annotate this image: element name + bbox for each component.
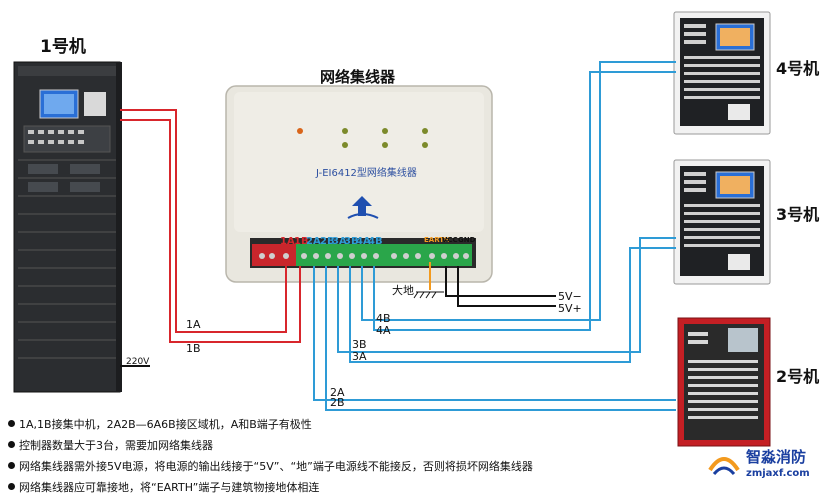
wire-label-4b: 4B xyxy=(376,312,391,325)
note-text: 控制器数量大于3台，需要加网络集线器 xyxy=(19,439,213,452)
terminal-2a: 2A xyxy=(306,236,321,247)
wire-label-3b: 3B xyxy=(352,338,367,351)
brand-logo-icon xyxy=(708,457,740,476)
blue-wires xyxy=(313,61,676,411)
host4-panel xyxy=(673,11,771,135)
wire-label-1b: 1B xyxy=(186,342,201,355)
v-plus-label: 5V+ xyxy=(558,302,582,315)
host3-label: 3号机 xyxy=(776,205,819,224)
terminal-4a: 4A xyxy=(356,236,371,247)
vcc-terminal-label: VCC xyxy=(442,236,458,244)
power-220-label: 220V xyxy=(126,357,150,367)
wire-label-3a: 3A xyxy=(352,350,367,363)
brand-name: 智淼消防 xyxy=(746,448,807,466)
earth-terminal-label: EARTH xyxy=(424,236,450,244)
wire-2b xyxy=(325,266,676,411)
terminal-3b: 3B xyxy=(344,236,359,247)
terminal-4b: 4B xyxy=(368,236,383,247)
note-item: 网络集线器需外接5V电源，将电源的输出线接于“5V”、“地”端子电源线不能接反，… xyxy=(8,456,668,477)
wire-2a xyxy=(313,266,676,401)
terminal-labels: 1A 1B 2A 2B 3A 3B 4A 4B xyxy=(280,236,383,247)
notes-list: 1A,1B接集中机，2A2B—6A6B接区域机，A和B端子有极性 控制器数量大于… xyxy=(8,414,668,498)
host1-cabinet xyxy=(13,61,122,393)
wire-label-1a: 1A xyxy=(186,318,201,331)
brand-url: zmjaxf.com xyxy=(746,468,810,479)
host2-panel xyxy=(677,317,771,447)
wire-3b xyxy=(349,247,676,363)
wire-label-2a: 2A xyxy=(330,386,345,399)
hub-leds xyxy=(297,128,428,148)
host4-label: 4号机 xyxy=(776,59,819,78)
note-item: 1A,1B接集中机，2A2B—6A6B接区域机，A和B端子有极性 xyxy=(8,414,668,435)
note-text: 网络集线器应可靠接地，将“EARTH”端子与建筑物接地体相连 xyxy=(19,481,320,494)
note-item: 控制器数量大于3台，需要加网络集线器 xyxy=(8,435,668,456)
host2-screen xyxy=(728,328,758,352)
terminal-2b: 2B xyxy=(320,236,335,247)
wire-4a xyxy=(361,61,676,321)
note-text: 1A,1B接集中机，2A2B—6A6B接区域机，A和B端子有极性 xyxy=(19,418,312,431)
earth-symbol-icon xyxy=(413,291,444,299)
brand-watermark: 智淼消防 zmjaxf.com xyxy=(702,440,826,494)
wire-3a xyxy=(337,237,676,353)
wire-label-4a: 4A xyxy=(376,324,391,337)
host1-label: 1号机 xyxy=(40,36,86,57)
terminal-1b: 1B xyxy=(294,236,309,247)
host3-panel xyxy=(673,159,771,285)
wire-label-2b: 2B xyxy=(330,396,345,409)
gnd-terminal-label: GND xyxy=(458,236,476,244)
earth-label: 大地 xyxy=(392,283,414,297)
red-wires xyxy=(120,109,301,343)
hub-label: 网络集线器 xyxy=(320,68,396,86)
hub-logo-icon xyxy=(347,196,379,219)
terminal-3a: 3A xyxy=(332,236,347,247)
hub-terminal-block xyxy=(252,244,472,266)
note-text: 网络集线器需外接5V电源，将电源的输出线接于“5V”、“地”端子电源线不能接反，… xyxy=(19,460,533,473)
host2-label: 2号机 xyxy=(776,367,819,386)
hub-box xyxy=(225,85,493,283)
power-wires xyxy=(120,262,556,367)
note-item: 网络集线器应可靠接地，将“EARTH”端子与建筑物接地体相连 xyxy=(8,477,668,498)
v-minus-label: 5V− xyxy=(558,290,582,303)
wire-4b xyxy=(373,71,676,331)
hub-model-label: J-EI6412型网络集线器 xyxy=(315,166,417,179)
terminal-1a: 1A xyxy=(280,236,295,247)
